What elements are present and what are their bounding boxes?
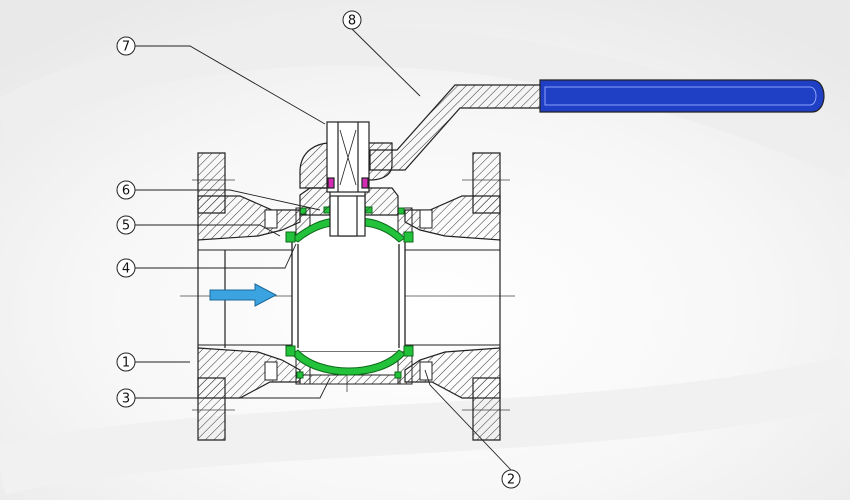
handle-lever (369, 79, 825, 171)
callout-3: 3 (116, 388, 136, 408)
background-swirl (0, 355, 850, 495)
leader-5 (135, 224, 281, 237)
callout-2: 2 (501, 469, 521, 489)
ball (291, 218, 406, 374)
callout-8: 8 (342, 10, 362, 30)
callout-7: 7 (116, 36, 136, 56)
callout-5: 5 (116, 215, 136, 235)
leader-2 (424, 369, 512, 471)
bonnet (299, 187, 399, 237)
valve-body-right (404, 152, 501, 441)
svg-text:2: 2 (507, 473, 515, 488)
svg-text:5: 5 (122, 219, 130, 234)
flow-direction-arrow-icon (209, 283, 278, 307)
leader-6 (135, 189, 321, 211)
bore-lines (198, 249, 500, 346)
leader-7 (135, 45, 326, 125)
svg-text:8: 8 (348, 14, 356, 29)
leader-3 (135, 377, 331, 399)
body-bolts (264, 209, 433, 381)
leader-4 (135, 243, 297, 269)
leader-lines (135, 28, 512, 471)
callout-1: 1 (116, 352, 136, 372)
valve-body-left (197, 152, 301, 441)
svg-text:7: 7 (122, 40, 130, 55)
callout-4: 4 (116, 258, 136, 278)
svg-text:4: 4 (122, 262, 130, 277)
svg-text:6: 6 (122, 184, 130, 199)
leader-8 (351, 28, 421, 97)
callout-6: 6 (116, 180, 136, 200)
handle-grip (539, 79, 825, 113)
svg-text:1: 1 (122, 356, 130, 371)
svg-text:3: 3 (122, 392, 130, 407)
callout-balloons: 1 2 3 4 5 6 7 8 (116, 10, 521, 489)
